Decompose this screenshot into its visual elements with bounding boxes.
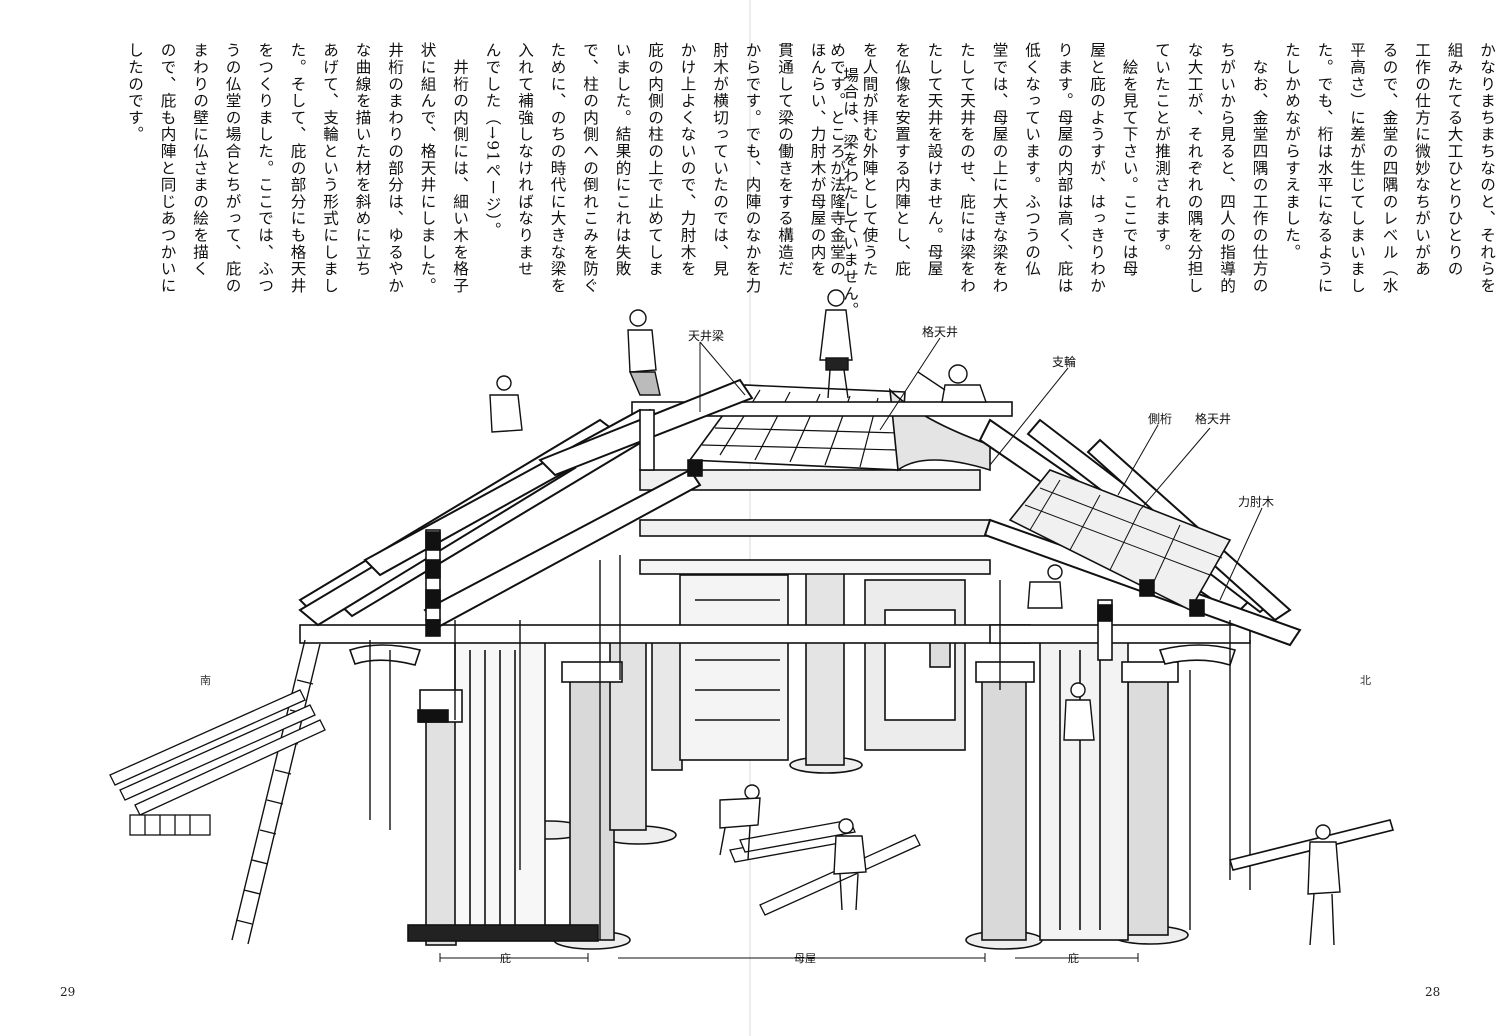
left-page-body: 場合は、梁をわたしていません。 ほんらい、力肘木が母屋の内を 貫通して梁の働きを… <box>126 42 859 319</box>
page-number-left: 29 <box>60 985 76 999</box>
callout-gou-tenjo-top: 格天井 <box>922 324 958 339</box>
callout-shirin: 支輪 <box>1052 354 1076 369</box>
right-page-text: 柱からはじまって桁まで、たく さんの部材を積みあげてきまし たが、ひとつひとつ部… <box>788 42 1500 294</box>
span-label-hisashi-right: 庇 <box>1068 951 1079 965</box>
page-gutter <box>749 0 751 1036</box>
page-number-right: 28 <box>1425 985 1441 999</box>
callout-tenjo-hari: 天井梁 <box>688 328 724 343</box>
callout-gawa-geta: 側桁 <box>1148 412 1172 426</box>
callout-gou-tenjo-right: 格天井 <box>1195 411 1231 426</box>
span-label-moya: 母屋 <box>794 952 816 965</box>
temple-construction-illustration: 天井梁 格天井 支輪 側桁 格天井 力肘木 南 北 庇 母屋 庇 <box>109 289 1395 965</box>
structure-drawing <box>109 289 1395 962</box>
direction-north: 北 <box>1360 674 1371 687</box>
callout-chikara-hijiki: 力肘木 <box>1238 494 1274 509</box>
left-page-text: 場合は、梁をわたしていません。 ほんらい、力肘木が母屋の内を 貫通して梁の働きを… <box>86 42 899 319</box>
right-page-body: からはじまって桁まで、たく さんの部材を積みあげてきまし たが、ひとつひとつ部材… <box>828 42 1496 294</box>
direction-south: 南 <box>200 674 211 687</box>
span-label-hisashi-left: 庇 <box>500 951 511 965</box>
